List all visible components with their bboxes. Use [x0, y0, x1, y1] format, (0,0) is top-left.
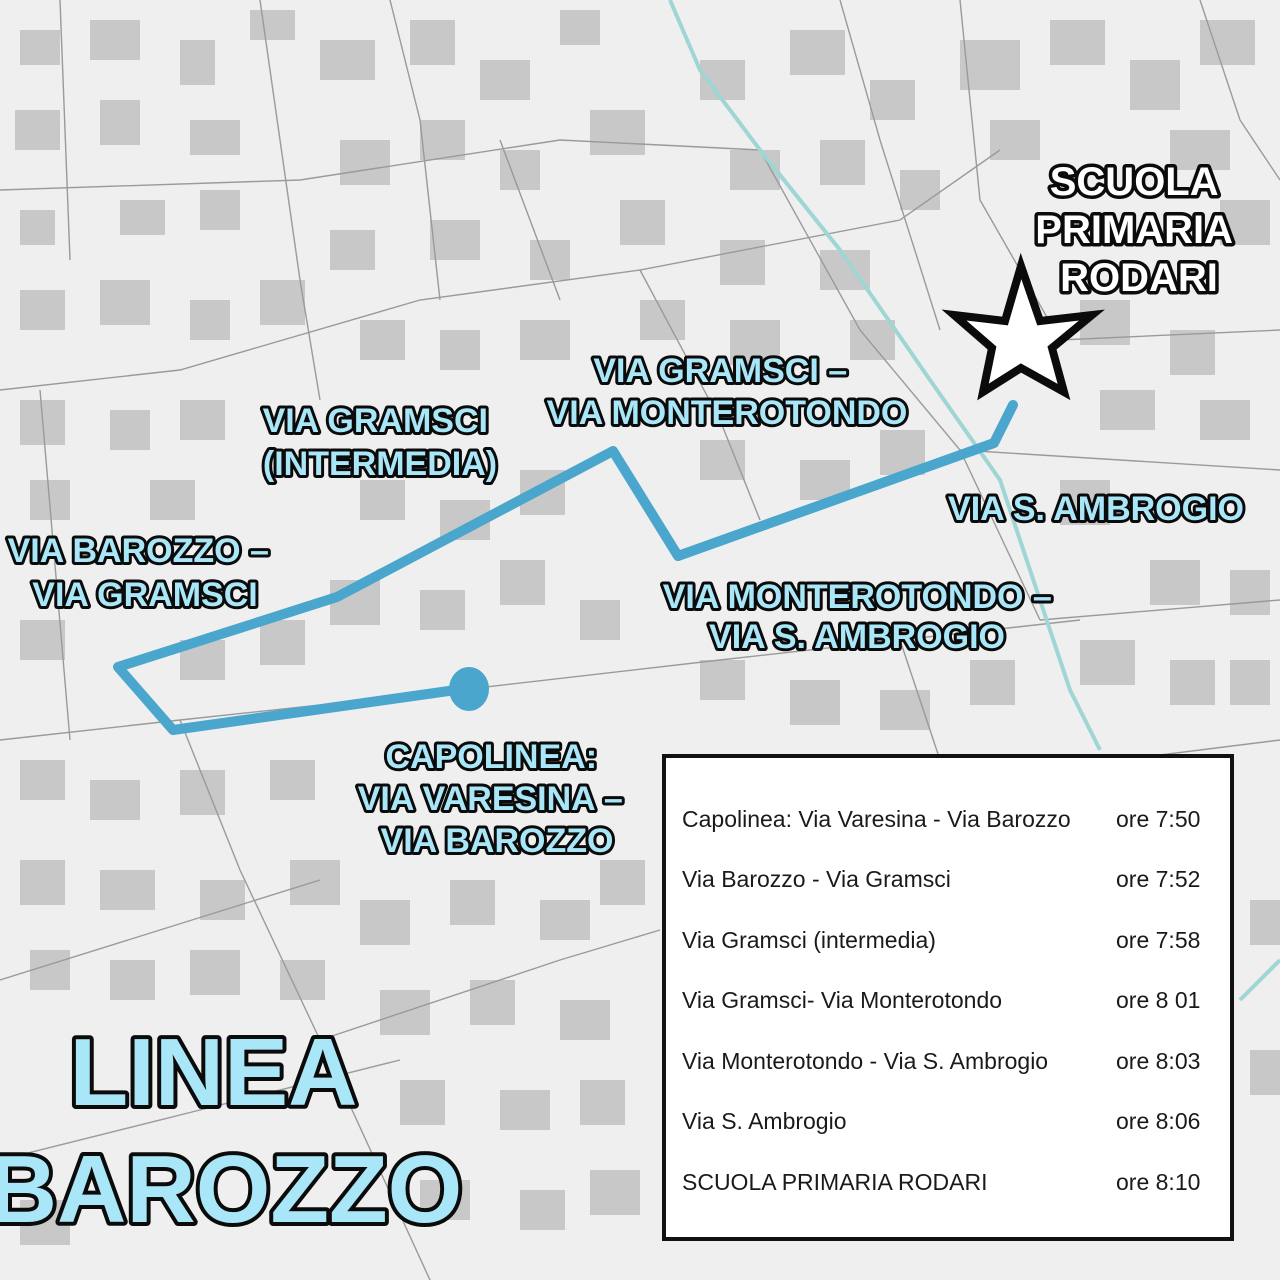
bus-route-line — [113, 400, 1018, 735]
timetable-time: ore 7:50 — [1116, 806, 1201, 832]
school-label-line: PRIMARIA — [1035, 208, 1232, 252]
stop-label-s-ambrogio: VIA S. AMBROGIO — [948, 490, 1244, 528]
stop-label-line: VIA MONTEROTONDO – — [663, 578, 1052, 616]
timetable-time: ore 7:52 — [1116, 866, 1201, 892]
stop-label-gramsci-intermedia: VIA GRAMSCI (INTERMEDIA) — [263, 402, 498, 483]
stop-label-line: VIA BAROZZO – — [8, 532, 269, 570]
canal — [668, 0, 1102, 751]
school-label-line: RODARI — [1060, 256, 1218, 300]
stop-label-capolinea: CAPOLINEA: VIA VARESINA – VIA BAROZZO — [358, 738, 633, 860]
stop-label-line: CAPOLINEA: — [385, 738, 597, 776]
timetable-stop: Via S. Ambrogio — [682, 1108, 847, 1134]
timetable-stop: SCUOLA PRIMARIA RODARI — [682, 1169, 988, 1195]
timetable-stop: Via Gramsci- Via Monterotondo — [682, 987, 1003, 1013]
stop-label-line: VIA MONTEROTONDO — [547, 394, 908, 432]
stop-label-monterotondo-s-ambrogio: VIA MONTEROTONDO – VIA S. AMBROGIO — [663, 578, 1062, 656]
timetable-row: Via Gramsci (intermedia) ore 7:58 — [682, 927, 1212, 967]
stop-label-line: VIA GRAMSCI — [263, 402, 488, 440]
timetable-stop: Via Gramsci (intermedia) — [682, 927, 936, 953]
timetable-time: ore 7:58 — [1116, 927, 1201, 953]
school-label-line: SCUOLA — [1050, 160, 1218, 204]
timetable-row: Via Barozzo - Via Gramsci ore 7:52 — [682, 866, 1212, 906]
school-label: SCUOLA PRIMARIA RODARI — [1035, 160, 1242, 300]
timetable-row: Via Gramsci- Via Monterotondo ore 8 01 — [682, 987, 1212, 1027]
star-icon — [941, 252, 1105, 401]
stop-label-line: VIA S. AMBROGIO — [709, 618, 1005, 656]
timetable-stop: Capolinea: Via Varesina - Via Barozzo — [682, 806, 1071, 832]
timetable-time: ore 8 01 — [1116, 987, 1201, 1013]
canal-lower — [1238, 958, 1280, 1002]
timetable-time: ore 8:10 — [1116, 1169, 1201, 1195]
stop-label-line: (INTERMEDIA) — [263, 445, 497, 483]
buildings-layer — [15, 10, 1280, 1245]
timetable-row: Via S. Ambrogio ore 8:06 — [682, 1108, 1212, 1148]
line-title-line: BAROZZO — [0, 1136, 462, 1243]
stop-label-line: VIA BAROZZO — [381, 822, 614, 860]
stop-label-line: VIA GRAMSCI — [32, 576, 257, 614]
timetable-row: Via Monterotondo - Via S. Ambrogio ore 8… — [682, 1048, 1212, 1088]
timetable-row: SCUOLA PRIMARIA RODARI ore 8:10 — [682, 1169, 1212, 1209]
timetable-stop: Via Barozzo - Via Gramsci — [682, 866, 951, 892]
terminus-dot-icon — [449, 667, 489, 711]
stop-label-gramsci-monterotondo: VIA GRAMSCI – VIA MONTEROTONDO — [547, 352, 908, 432]
timetable-time: ore 8:03 — [1116, 1048, 1201, 1074]
timetable-stop: Via Monterotondo - Via S. Ambrogio — [682, 1048, 1049, 1074]
stop-label-barozzo-gramsci: VIA BAROZZO – VIA GRAMSCI — [8, 532, 279, 614]
line-title: LINEA BAROZZO — [0, 1019, 462, 1243]
timetable-time: ore 8:06 — [1116, 1108, 1201, 1134]
stop-label-line: VIA VARESINA – — [358, 780, 623, 818]
timetable-box: Capolinea: Via Varesina - Via Barozzo or… — [662, 754, 1234, 1241]
line-title-line: LINEA — [69, 1019, 355, 1126]
stop-label-line: VIA S. AMBROGIO — [948, 490, 1244, 528]
timetable-row: Capolinea: Via Varesina - Via Barozzo or… — [682, 806, 1212, 846]
stop-label-line: VIA GRAMSCI – — [593, 352, 847, 390]
